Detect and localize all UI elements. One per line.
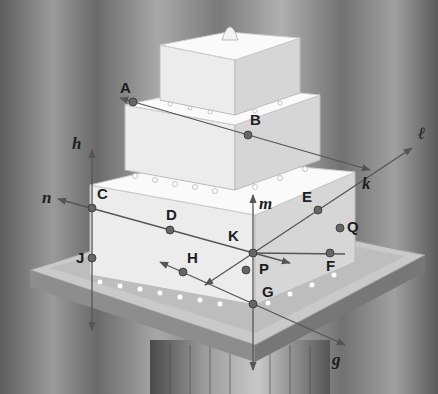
line-name: h [72,136,81,152]
point-name: D [166,207,177,223]
point-name: K [228,228,239,244]
line-name: n [42,190,51,206]
line-k [120,98,370,170]
line-h [91,150,92,330]
line-name: k [362,176,371,192]
geometry-lines [58,98,412,370]
point-name: C [97,186,108,202]
point-name: F [326,258,335,274]
point-name: G [262,284,274,300]
line-m [252,195,253,370]
icing-pearls [97,101,337,307]
line-name: m [259,196,272,212]
line-name: ℓ [418,126,425,142]
line-g [160,262,345,345]
point-name: P [259,261,269,277]
point-name: A [120,80,131,96]
line-l [205,148,412,285]
point-name: Q [347,219,359,235]
point-name: J [76,250,84,266]
line-name: g [332,352,341,368]
line-n [58,199,290,263]
meringue [222,27,238,40]
point-name: B [250,112,261,128]
point-name: H [187,250,198,266]
points [88,98,344,308]
point-name: E [302,189,312,205]
